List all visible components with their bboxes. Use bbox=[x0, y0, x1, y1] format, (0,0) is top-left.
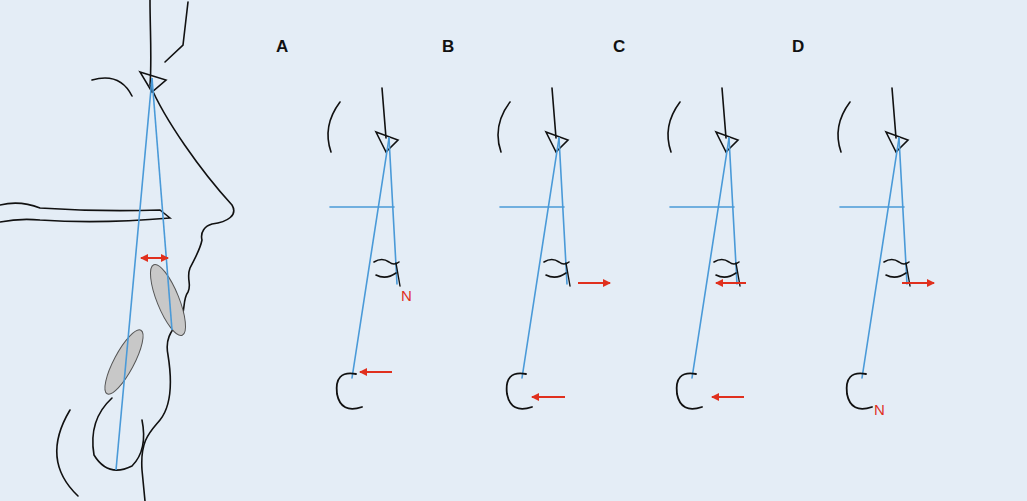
arrow-right bbox=[578, 282, 610, 284]
soft-tissue-profile bbox=[142, 0, 234, 501]
reference-line bbox=[116, 78, 152, 470]
movement-arrows bbox=[360, 283, 934, 397]
panel-letter: B bbox=[442, 38, 454, 55]
arrow-left bbox=[716, 282, 746, 284]
panel-letter: D bbox=[792, 38, 804, 55]
panel-letter: A bbox=[276, 38, 288, 55]
symphysis-outline bbox=[93, 398, 144, 470]
arrow-left bbox=[360, 371, 392, 373]
arrow-left bbox=[532, 396, 565, 398]
arrow-right bbox=[902, 282, 934, 284]
panel-b-drawing bbox=[498, 88, 570, 409]
panel-letter: C bbox=[613, 38, 625, 55]
mandible-border bbox=[57, 410, 78, 496]
profile-figure bbox=[0, 0, 234, 501]
palate-outline bbox=[0, 203, 170, 222]
panel-d-drawing bbox=[838, 88, 910, 409]
neutral-mark: N bbox=[874, 402, 885, 417]
frontal-bone bbox=[165, 2, 188, 62]
panel-c-drawing bbox=[668, 88, 740, 409]
arrow-left bbox=[712, 396, 744, 398]
neutral-mark: N bbox=[401, 288, 412, 303]
reference-line bbox=[152, 78, 172, 330]
orbit-outline bbox=[92, 78, 132, 96]
panel-a-drawing bbox=[328, 88, 400, 409]
double-arrow bbox=[141, 257, 168, 259]
